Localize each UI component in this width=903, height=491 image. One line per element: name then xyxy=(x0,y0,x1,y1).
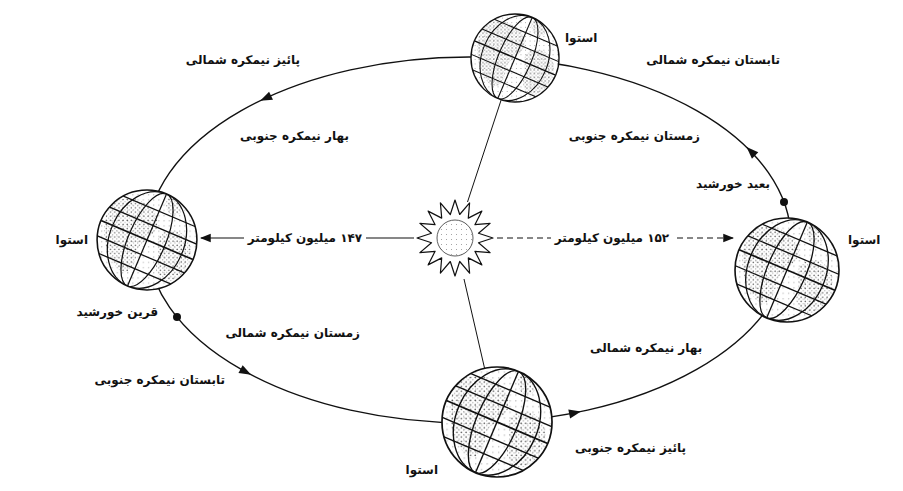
earth-globe xyxy=(419,337,574,491)
orbit-arrow xyxy=(238,365,253,379)
aphelion-dot xyxy=(780,198,788,206)
equator-label: استوا xyxy=(406,462,438,478)
orbit-path xyxy=(147,57,791,423)
equator-label: استوا xyxy=(56,232,88,248)
earth-globe xyxy=(714,190,860,350)
sun-earth-line xyxy=(464,279,485,368)
equator-label: استوا xyxy=(848,232,880,248)
season-label: تابستان نیمکره شمالی xyxy=(646,52,780,68)
orbit-arrow xyxy=(743,144,758,159)
sun-earth-line xyxy=(468,100,502,202)
distance-label: ۱۵۲ میلیون کیلومتر xyxy=(551,230,673,246)
orbit-arrow xyxy=(258,92,273,105)
season-label: زمستان نیمکره شمالی xyxy=(225,325,360,341)
equator-label: استوا xyxy=(565,30,597,46)
distance-label: ۱۴۷ میلیون کیلومتر xyxy=(244,230,366,246)
perihelion-dot xyxy=(173,313,181,321)
orbit-point-label: بعید خورشید xyxy=(696,176,770,192)
season-label: زمستان نیمکره جنوبی xyxy=(569,128,700,144)
season-label: تابستان نیمکره جنوبی xyxy=(95,372,225,388)
earth-globe xyxy=(77,163,218,317)
season-label: بهار نیمکره جنوبی xyxy=(240,128,349,144)
season-label: پائیز نیمکره جنوبی xyxy=(575,440,686,456)
season-label: بهار نیمکره شمالی xyxy=(590,340,702,356)
season-label: پائیز نیمکره شمالی xyxy=(186,52,300,68)
orbit-arrow xyxy=(568,407,582,418)
earth-globe xyxy=(453,0,577,126)
sun-symbol xyxy=(417,200,493,276)
orbit-point-label: قرین خورشید xyxy=(76,304,158,320)
